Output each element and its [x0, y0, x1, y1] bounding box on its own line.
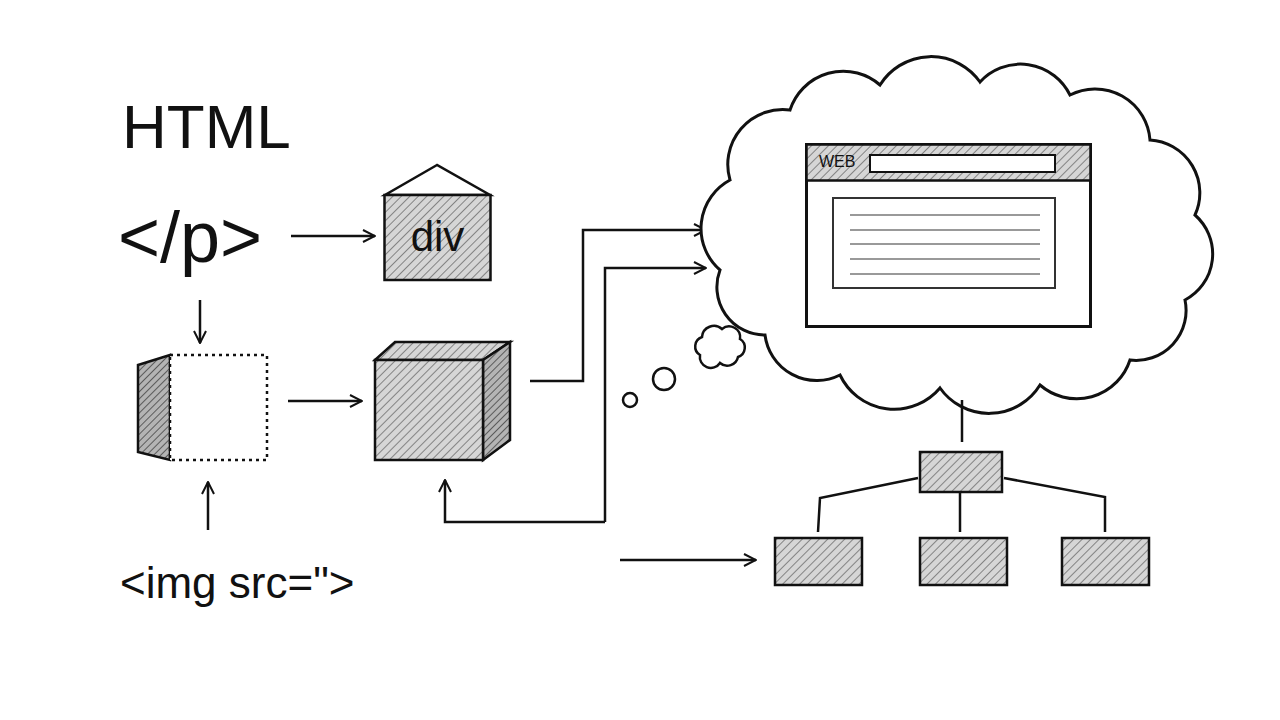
window-frame	[807, 145, 1091, 327]
node-text-box: </p>	[118, 190, 283, 285]
routed-arrow	[530, 230, 706, 381]
node-text: </p>	[118, 198, 262, 277]
browser-window: WEB	[805, 143, 1092, 328]
node-text: WEB	[819, 153, 855, 171]
box-side-face	[138, 355, 170, 460]
content-line	[850, 243, 1040, 245]
div-box: div	[383, 163, 492, 282]
node-text: div	[411, 214, 465, 260]
flow-arrow	[199, 300, 202, 343]
empty-dotted-box	[170, 355, 267, 460]
tree-line	[818, 478, 918, 532]
closing-tag-node: </p>	[118, 190, 283, 285]
box-roof	[385, 165, 490, 195]
thought-cloud	[701, 57, 1213, 414]
content-line	[850, 214, 1040, 216]
img-tag-node: <img src=">	[120, 556, 395, 610]
node-text-box: div	[383, 195, 492, 280]
browser-window-outline	[805, 143, 1092, 328]
thought-bubble	[695, 326, 745, 368]
content-line	[850, 258, 1040, 260]
flow-arrow	[620, 559, 756, 562]
diagram-title: HTML	[122, 96, 291, 158]
node-text-box: <img src=">	[120, 556, 395, 610]
cube-side-face	[483, 342, 510, 460]
tree-line	[961, 400, 964, 442]
node-text-box: WEB	[819, 153, 855, 171]
flow-arrow	[207, 482, 210, 530]
cube-front-face	[375, 360, 483, 460]
thought-bubble	[653, 368, 675, 390]
box-body	[385, 195, 491, 280]
tree-child-box	[1062, 538, 1149, 585]
content-line	[850, 229, 1040, 231]
flow-arrow	[288, 400, 362, 403]
node-text: <img src=">	[120, 559, 354, 607]
tree-line	[959, 492, 962, 532]
tree-root-box	[920, 452, 1002, 492]
routed-arrow	[445, 480, 605, 522]
tree-child-box	[920, 538, 1007, 585]
window-title-bar	[807, 145, 1091, 181]
tree-line	[1004, 478, 1105, 532]
address-bar	[870, 155, 1055, 172]
content-panel	[833, 198, 1055, 288]
thought-bubble	[623, 393, 637, 407]
connector-arrow	[291, 235, 375, 238]
content-line	[850, 273, 1040, 275]
tree-child-box	[775, 538, 862, 585]
routed-arrow	[605, 268, 706, 522]
